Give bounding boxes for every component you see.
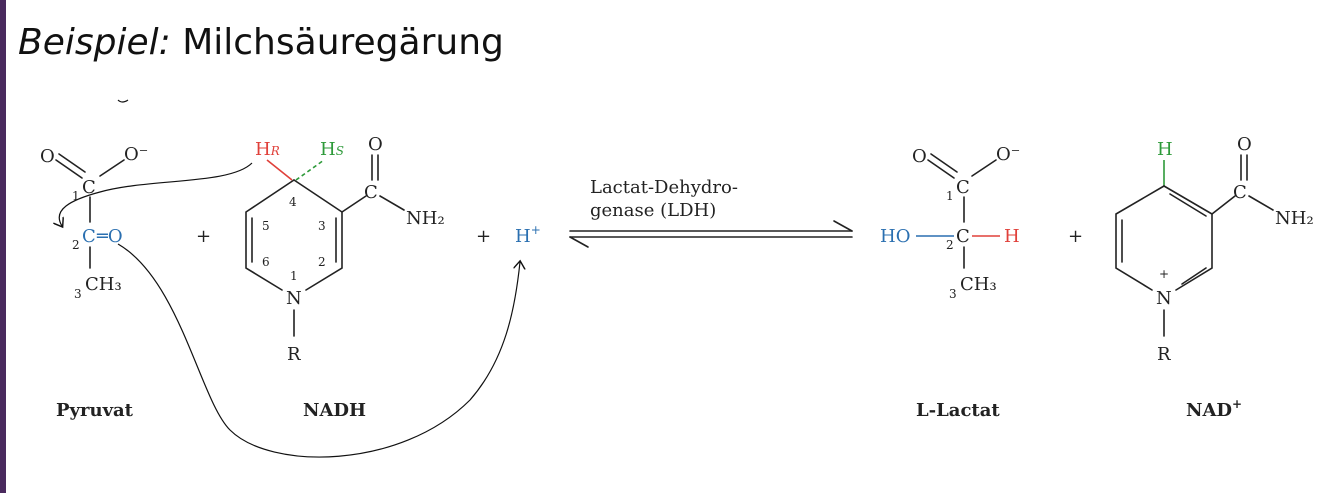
pyruvate-c3-num: 3 bbox=[74, 287, 82, 301]
plus-3: + bbox=[1068, 226, 1083, 247]
pyruvate-o-minus: O⁻ bbox=[124, 144, 148, 165]
lactate-ho: HO bbox=[880, 226, 910, 247]
lactate-structure: O O⁻ C 1 HO C 2 H CH₃ 3 bbox=[880, 144, 1020, 301]
enzyme-label-line1: Lactat-Dehydro- bbox=[590, 177, 738, 198]
lactate-co-double-1 bbox=[927, 159, 955, 179]
nad-amide-c: C bbox=[1233, 182, 1247, 203]
pyruvate-name: Pyruvat bbox=[56, 400, 134, 421]
nad-ring-left bbox=[1115, 185, 1165, 291]
nadh-ring-num-2: 2 bbox=[318, 255, 326, 269]
pyruvate-c1-num: 1 bbox=[72, 189, 80, 203]
nadh-h-r: HR bbox=[255, 139, 280, 160]
hydride-transfer-arrow bbox=[59, 162, 253, 226]
nadh-hr-bond bbox=[266, 159, 293, 181]
pyruvate-structure: O O⁻ C 1 C 2 ═O CH₃ 3 bbox=[40, 144, 148, 301]
lactate-ch3: CH₃ bbox=[960, 274, 997, 295]
nadh-ring-num-1: 1 bbox=[290, 269, 298, 283]
nad-ring-double-bottom bbox=[1181, 267, 1207, 285]
lactate-c2: C bbox=[956, 226, 970, 247]
pyruvate-co-double-2 bbox=[58, 153, 86, 173]
nadh-ring-left bbox=[245, 179, 295, 291]
left-accent-bar bbox=[0, 0, 6, 493]
nadh-amide-c: C bbox=[364, 182, 378, 203]
pyruvate-c1: C bbox=[82, 177, 96, 198]
proton-transfer-arrow bbox=[117, 243, 520, 458]
lactate-co-double-2 bbox=[930, 153, 958, 173]
lactate-co-single bbox=[971, 159, 997, 177]
nad-h: H bbox=[1157, 139, 1173, 160]
nad-r: R bbox=[1157, 344, 1171, 365]
equilibrium-right-barb bbox=[833, 220, 853, 232]
lactate-name: L-Lactat bbox=[916, 400, 1000, 421]
pyruvate-o-top: O bbox=[40, 146, 55, 167]
lactate-c1-num: 1 bbox=[946, 189, 954, 203]
nad-n: N bbox=[1156, 288, 1172, 309]
title-text: Milchsäuregärung bbox=[182, 22, 504, 63]
pyruvate-c2: C bbox=[82, 226, 96, 247]
nadh-r: R bbox=[287, 344, 301, 365]
nadh-ring-num-4: 4 bbox=[289, 195, 297, 209]
lactate-h: H bbox=[1004, 226, 1020, 247]
nadh-name: NADH bbox=[303, 400, 366, 421]
equilibrium-left-barb bbox=[569, 236, 589, 248]
pyruvate-c2-num: 2 bbox=[72, 238, 80, 252]
nad-amide-cn bbox=[1248, 195, 1274, 211]
nad-nh2: NH₂ bbox=[1275, 208, 1314, 229]
nad-n-charge: + bbox=[1159, 267, 1169, 281]
nadh-amide-o: O bbox=[368, 134, 383, 155]
nadh-ring-to-amide bbox=[341, 195, 367, 213]
pyruvate-co-single bbox=[99, 159, 125, 177]
nadh-ring-num-5: 5 bbox=[262, 219, 270, 233]
nadh-ring-num-3: 3 bbox=[318, 219, 326, 233]
title-prefix: Beispiel: bbox=[18, 22, 171, 63]
lactate-c3-num: 3 bbox=[949, 287, 957, 301]
proton: H+ bbox=[515, 223, 541, 247]
lactate-o-minus: O⁻ bbox=[996, 144, 1020, 165]
lactate-o-top: O bbox=[912, 146, 927, 167]
stray-mark bbox=[117, 99, 129, 103]
nad-amide-o: O bbox=[1237, 134, 1252, 155]
nadh-ring-right bbox=[293, 179, 343, 291]
nadh-structure: HR HS O C NH₂ N R 4 5 3 6 2 1 bbox=[245, 134, 445, 365]
nadh-h-s: HS bbox=[320, 139, 344, 160]
nadh-ring-num-6: 6 bbox=[262, 255, 270, 269]
nadh-nh2: NH₂ bbox=[406, 208, 445, 229]
pyruvate-ch3: CH₃ bbox=[85, 274, 122, 295]
pyruvate-co-double-1 bbox=[55, 159, 83, 179]
plus-2: + bbox=[476, 226, 491, 247]
nad-name: NAD+ bbox=[1186, 397, 1242, 421]
nad-structure: H O C NH₂ N + R bbox=[1115, 134, 1314, 365]
nad-ring-double-top bbox=[1169, 193, 1207, 217]
nadh-amide-cn bbox=[379, 195, 405, 211]
pyruvate-carbonyl-o: ═O bbox=[96, 226, 123, 247]
nadh-hs-bond bbox=[295, 159, 325, 181]
nad-ring-right bbox=[1163, 185, 1213, 291]
lactate-c2-num: 2 bbox=[946, 238, 954, 252]
lactate-c1: C bbox=[956, 177, 970, 198]
enzyme-label-line2: genase (LDH) bbox=[590, 200, 716, 221]
nad-ring-to-amide bbox=[1211, 195, 1236, 215]
nadh-n: N bbox=[286, 288, 302, 309]
slide-title: Beispiel: Milchsäuregärung bbox=[18, 22, 504, 63]
plus-1: + bbox=[196, 226, 211, 247]
